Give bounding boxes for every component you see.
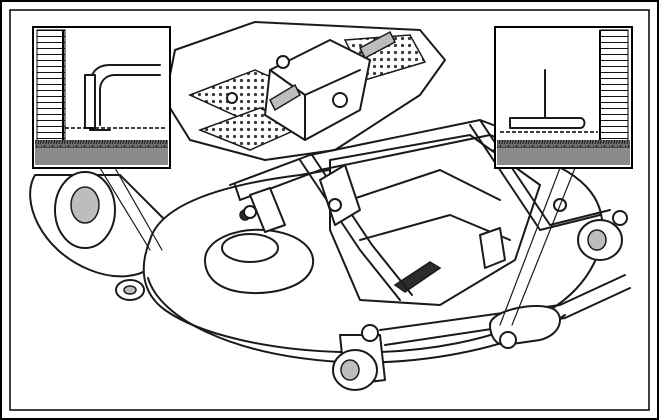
leader-line-right-2 [511, 167, 576, 326]
inner-border [9, 9, 650, 411]
leader-line-left-2 [114, 167, 163, 251]
deck-roller-left [115, 279, 145, 301]
caster-wheel-front-left [332, 324, 386, 391]
rear-tire [29, 171, 172, 278]
left-inset [32, 26, 171, 169]
right-inset [494, 26, 633, 169]
caster-wheel-front-right [577, 210, 628, 261]
leader-line-right [499, 167, 561, 326]
deck-linkage [229, 119, 631, 349]
tractor-body [164, 21, 446, 161]
leader-line-left [99, 167, 151, 251]
spring-lever-right [359, 30, 396, 60]
spring-lever-left [269, 83, 301, 112]
